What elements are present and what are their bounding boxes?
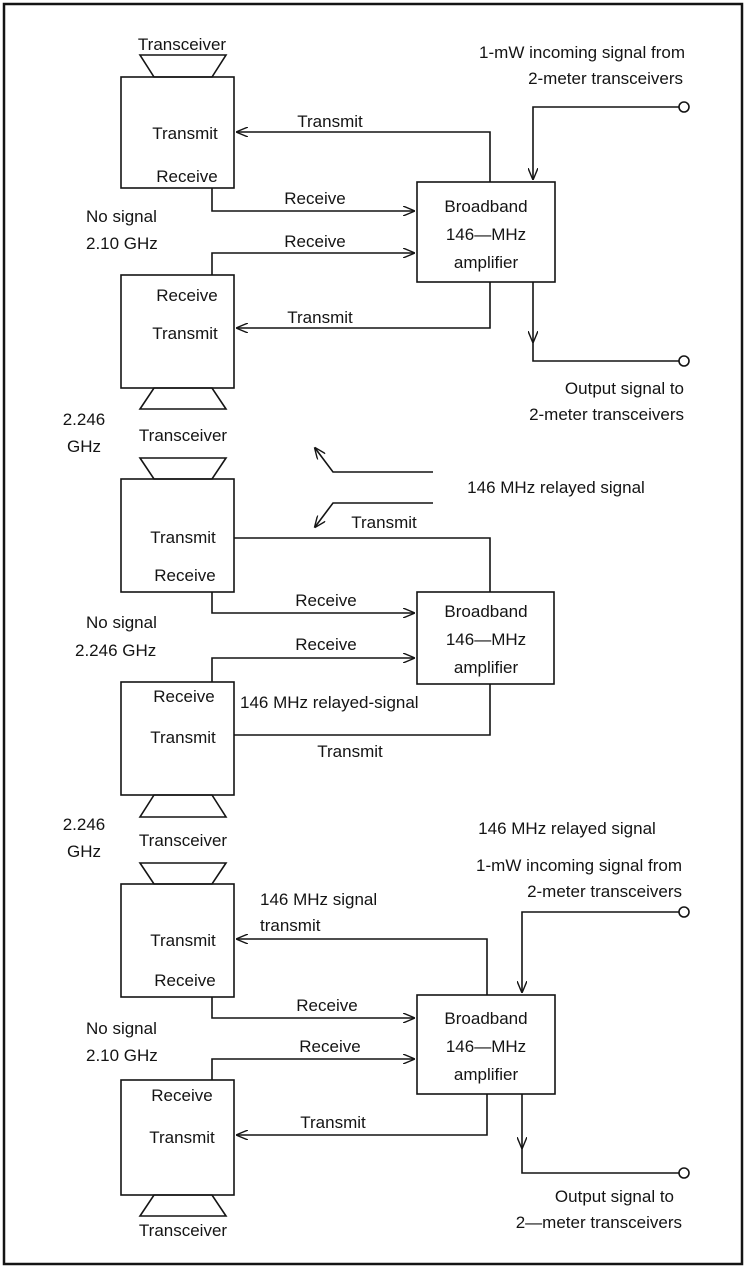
box-2a-receive-label: Receive (154, 566, 215, 585)
incoming-3-line1: 1-mW incoming signal from (476, 856, 682, 875)
incoming-terminal-1 (678, 101, 690, 113)
receive-line-1b-label: Receive (284, 232, 345, 251)
transceiver-box-2a (120, 478, 235, 593)
output-line-1 (532, 342, 679, 362)
receive-line-2a (211, 592, 414, 613)
transmit-line-1b-label: Transmit (287, 308, 353, 327)
receive-line-2a-label: Receive (295, 591, 356, 610)
amplifier-1-line2: 146—MHz (446, 225, 526, 244)
antenna-horn-3b (138, 1194, 228, 1217)
output-3-line1: Output signal to (555, 1187, 674, 1206)
transmit-line-2b (234, 684, 491, 736)
signal-transmit-line2: transmit (260, 916, 321, 935)
incoming-3-line2: 2-meter transceivers (527, 882, 682, 901)
box-2a-transmit-label: Transmit (150, 528, 216, 547)
amplifier-1-line1: Broadband (444, 197, 527, 216)
relayed-signal-mid-label: 146 MHz relayed-signal (240, 693, 419, 712)
amplifier-2-line3: amplifier (454, 658, 519, 677)
receive-line-3b (211, 1059, 414, 1080)
amplifier-box-3 (416, 994, 556, 1095)
frequency-top-3a: 2.246 (63, 815, 106, 834)
transmit-line-3b (237, 1094, 488, 1135)
antenna-horn-3a (138, 862, 228, 885)
amplifier-1-line3: amplifier (454, 253, 519, 272)
relayed-out-arrow (315, 448, 433, 473)
signal-transmit-line1: 146 MHz signal (260, 890, 377, 909)
incoming-line-1 (533, 106, 679, 179)
antenna-horn-2b (138, 794, 228, 818)
transceiver-box-1a (120, 76, 235, 189)
box-3a-transmit-label: Transmit (150, 931, 216, 950)
box-1b-transmit-label: Transmit (152, 324, 218, 343)
incoming-1-line1: 1-mW incoming signal from (479, 43, 685, 62)
transceiver-label-3b: Transceiver (139, 1221, 228, 1240)
box-1a-transmit-label: Transmit (152, 124, 218, 143)
frequency-label-2: 2.246 GHz (75, 641, 156, 660)
amplifier-box-2 (416, 591, 555, 685)
relayed-signal-label-3: 146 MHz relayed signal (478, 819, 656, 838)
relayed-in-arrow (315, 502, 433, 527)
section-2 (120, 448, 555, 818)
transmit-line-1b (237, 282, 491, 328)
amplifier-3-line1: Broadband (444, 1009, 527, 1028)
box-3b-receive-label: Receive (151, 1086, 212, 1105)
output-1-line1: Output signal to (565, 379, 684, 398)
antenna-horn-1a (138, 54, 228, 78)
transceiver-label-3a: Transceiver (139, 831, 228, 850)
antenna-horn-2a (138, 457, 228, 480)
transceiver-label-2a: Transceiver (139, 426, 228, 445)
section-3 (120, 862, 690, 1217)
output-line-3 (521, 1148, 679, 1174)
box-2b-receive-label: Receive (153, 687, 214, 706)
box-3a-receive-label: Receive (154, 971, 215, 990)
transceiver-label-1a: Transceiver (138, 35, 227, 54)
antenna-horn-1b (138, 387, 228, 410)
frequency-label-1: 2.10 GHz (86, 234, 158, 253)
transmit-line-3a (237, 939, 488, 995)
amplifier-3-line3: amplifier (454, 1065, 519, 1084)
no-signal-label-1: No signal (86, 207, 157, 226)
receive-line-3a (211, 997, 414, 1018)
amplifier-2-line2: 146—MHz (446, 630, 526, 649)
transmit-line-2b-label: Transmit (317, 742, 383, 761)
box-3b-transmit-label: Transmit (149, 1128, 215, 1147)
receive-line-2b (211, 658, 414, 682)
frequency-top-2a: 2.246 (63, 410, 106, 429)
box-1b-receive-label: Receive (156, 286, 217, 305)
transmit-line-1a (237, 132, 491, 182)
amplifier-3-line2: 146—MHz (446, 1037, 526, 1056)
section-1 (120, 54, 690, 410)
amplifier-box-1 (416, 181, 556, 283)
transmit-line-3b-label: Transmit (300, 1113, 366, 1132)
incoming-1-line2: 2-meter transceivers (528, 69, 683, 88)
receive-line-1a (211, 188, 414, 211)
frequency-top-2b: GHz (67, 437, 101, 456)
frequency-top-3b: GHz (67, 842, 101, 861)
output-3-line2: 2—meter transceivers (516, 1213, 682, 1232)
transceiver-box-3a (120, 883, 235, 998)
incoming-terminal-3 (678, 906, 690, 918)
receive-line-3b-label: Receive (299, 1037, 360, 1056)
no-signal-label-3: No signal (86, 1019, 157, 1038)
amplifier-2-line1: Broadband (444, 602, 527, 621)
box-2b-transmit-label: Transmit (150, 728, 216, 747)
output-1-line2: 2-meter transceivers (529, 405, 684, 424)
frequency-label-3: 2.10 GHz (86, 1046, 158, 1065)
receive-line-1a-label: Receive (284, 189, 345, 208)
receive-line-3a-label: Receive (296, 996, 357, 1015)
relayed-signal-label-2: 146 MHz relayed signal (467, 478, 645, 497)
receive-line-2b-label: Receive (295, 635, 356, 654)
no-signal-label-2: No signal (86, 613, 157, 632)
output-terminal-3 (678, 1167, 690, 1179)
receive-line-1b (211, 253, 414, 275)
transmit-line-1a-label: Transmit (297, 112, 363, 131)
transmit-line-2a-label: Transmit (351, 513, 417, 532)
box-1a-receive-label: Receive (156, 167, 217, 186)
output-terminal-1 (678, 355, 690, 367)
transmit-line-2a (234, 537, 491, 592)
incoming-line-3 (522, 911, 679, 992)
